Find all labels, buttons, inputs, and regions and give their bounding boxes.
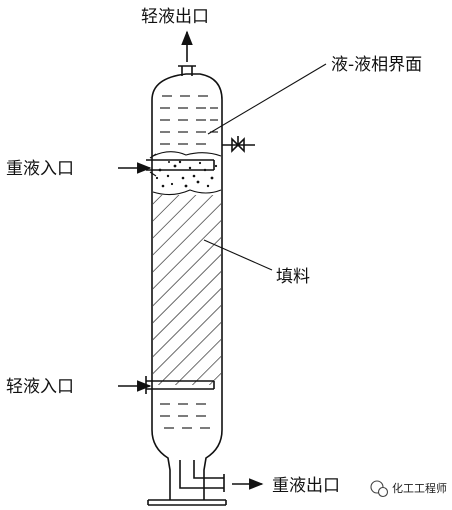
column-support-base [147,499,227,506]
light-inlet-pipe [118,376,215,394]
interface-valve [222,136,255,153]
heavy-inlet-pipe [118,153,215,177]
watermark: 化工工程师 [370,480,447,498]
heavy-inlet-label: 重液入口 [6,159,74,179]
light-outlet-label: 轻液出口 [141,7,209,27]
watermark-text: 化工工程师 [392,481,447,495]
packing-leader-line [203,239,273,271]
heavy-outlet-pipe [179,460,264,492]
heavy-liquid-bottom-zone [160,403,210,429]
interface-label: 液-液相界面 [331,55,422,75]
light-liquid-layer [160,95,218,145]
packing-section [153,195,221,385]
wechat-icon [370,480,389,498]
dispersed-droplet-zone [152,151,222,196]
light-inlet-label: 轻液入口 [6,377,74,397]
top-nozzle [178,30,196,76]
column-shell [151,73,223,500]
packing-label: 填料 [276,267,310,287]
heavy-outlet-label: 重液出口 [272,476,340,496]
interface-leader-line [207,63,327,135]
